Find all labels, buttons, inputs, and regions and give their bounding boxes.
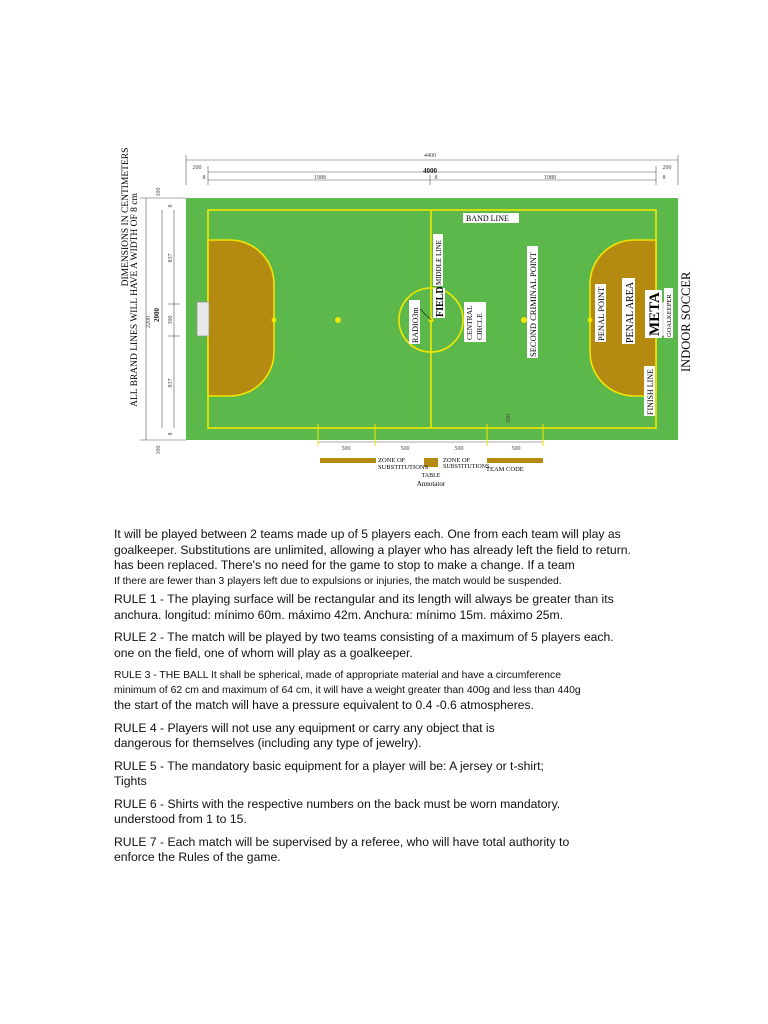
rule-4-line-1: RULE 4 - Players will not use any equipm…: [114, 720, 495, 735]
rule-1: RULE 1 - The playing surface will be rec…: [114, 592, 674, 623]
rule-6: RULE 6 - Shirts with the respective numb…: [114, 797, 674, 828]
rule-2: RULE 2 - The match will be played by two…: [114, 630, 674, 661]
rule-6-line-1: RULE 6 - Shirts with the respective numb…: [114, 796, 561, 811]
band-line-bg: [463, 213, 519, 223]
band-line-label: BAND LINE: [466, 214, 509, 223]
dim-line-bottom: 8: [168, 433, 174, 436]
substitution-dimensions: 500 500 500 500 500: [317, 414, 544, 452]
finish-line-bg: [644, 366, 655, 416]
rule-5-line-2: Tights: [114, 774, 147, 788]
rule-4: RULE 4 - Players will not use any equipm…: [114, 721, 674, 752]
central-circle: [398, 287, 464, 353]
dim-line-left: 8: [203, 175, 206, 181]
dim-sub-3: 500: [455, 446, 464, 452]
intro-line-2: goalkeeper. Substitutions are unlimited,…: [114, 542, 631, 557]
sub-zone-right: [487, 458, 543, 463]
rule-6-line-2: understood from 1 to 15.: [114, 812, 247, 826]
penal-point-left: [271, 317, 277, 323]
dim-outer-bottom: 100: [156, 446, 162, 455]
table-label: TABLE: [422, 473, 441, 479]
left-dimensions: 2200 2000 100 100 837 300 837 8 8: [140, 188, 186, 455]
rule-5-line-1: RULE 5 - The mandatory basic equipment f…: [114, 758, 544, 773]
sub-zone-right-label-1: ZONE OF: [443, 457, 471, 464]
field-bg: [433, 288, 445, 318]
dim-half-left: 1988: [314, 175, 326, 181]
rule-7-line-1: RULE 7 - Each match will be supervised b…: [114, 834, 570, 849]
note-dimensions: DIMENSIONS IN CENTIMETERS: [121, 148, 131, 287]
goalkeeper-bg: [664, 288, 673, 338]
finish-line-label: FINISH LINE: [646, 369, 655, 415]
dim-total-width: 2200: [146, 316, 152, 328]
penal-area-bg: [622, 278, 635, 344]
rule-1-line-1: RULE 1 - The playing surface will be rec…: [114, 592, 614, 606]
dim-goal-width: 300: [168, 316, 174, 325]
second-point-label: SECOND CRIMINAL POINT: [528, 251, 538, 357]
team-code-label: TEAM CODE: [486, 466, 524, 473]
central-circle-label-1: CENTRAL: [465, 305, 474, 340]
dim-center-line: 8: [435, 175, 438, 181]
sub-zone-left: [320, 458, 376, 463]
meta-label: META: [647, 292, 663, 336]
penalty-area-left: [207, 239, 275, 397]
dim-field-width: 2000: [153, 308, 161, 323]
meta-bg: [645, 290, 662, 338]
central-circle-label-2: CIRCLE: [475, 313, 484, 340]
annotator-label: Annotator: [417, 480, 446, 488]
intro-line-4: If there are fewer than 3 players left d…: [114, 575, 562, 587]
dim-half-right: 1988: [544, 175, 556, 181]
goalkeeper-label: GOALKEEPER: [666, 294, 673, 337]
rule-7-line-2: enforce the Rules of the game.: [114, 850, 281, 864]
field-label: FIELD: [435, 286, 446, 317]
note-line-width: ALL BRAND LINES WILL HAVE A WIDTH OF 8 c…: [130, 192, 140, 406]
dim-line-top: 8: [168, 205, 174, 208]
intro-line-1: It will be played between 2 teams made u…: [114, 527, 621, 541]
middle-line-label: MIDDLE LINE: [435, 240, 443, 285]
sub-zone-left-label-2: SUBSTITUTIONS: [378, 464, 429, 471]
dim-line-right: 8: [663, 175, 666, 181]
indoor-soccer-title: INDOOR SOCCER: [679, 271, 693, 372]
goal-left: [196, 301, 210, 337]
dim-margin-right: 200: [663, 165, 672, 171]
dim-sub-1: 500: [342, 446, 351, 452]
middle-line-bg: [433, 234, 443, 286]
second-point-bg: [527, 246, 538, 358]
rule-5: RULE 5 - The mandatory basic equipment f…: [114, 759, 674, 790]
rule-3-line-2: minimum of 62 cm and maximum of 64 cm, i…: [114, 685, 581, 696]
central-circle-bg: [464, 302, 486, 342]
second-point-right: [521, 317, 527, 323]
intro-line-3: has been replaced. There's no need for t…: [114, 558, 575, 572]
sub-zone-left-label-1: ZONE OF: [378, 457, 406, 464]
rule-4-line-2: dangerous for themselves (including any …: [114, 736, 422, 750]
sub-zone-right-label-2: SUBSTITUTIONS: [443, 464, 489, 470]
annotator-table: [424, 458, 438, 467]
dim-goal-side-top: 837: [168, 254, 174, 263]
dim-sub-2: 500: [401, 446, 410, 452]
rule-2-line-1: RULE 2 - The match will be played by two…: [114, 630, 614, 644]
rule-7: RULE 7 - Each match will be supervised b…: [114, 835, 674, 866]
rule-3-line-1: RULE 3 - THE BALL It shall be spherical,…: [114, 670, 562, 681]
rule-2-line-2: one on the field, one of whom will play …: [114, 645, 413, 660]
penal-point-label: PENAL POINT: [596, 286, 606, 341]
dim-table-offset: 500: [506, 414, 512, 423]
second-point-left: [335, 317, 341, 323]
rules-section: RULE 1 - The playing surface will be rec…: [114, 592, 674, 873]
radio-label: RADIO3m: [411, 307, 420, 343]
dim-sub-4: 500: [512, 446, 521, 452]
dim-total-length: 4400: [424, 153, 436, 159]
radio-bg: [409, 300, 420, 344]
rule-3-line-3: the start of the match will have a press…: [114, 698, 535, 712]
top-dimensions: 4400 4000 200 200 1988 1988 8 8 8: [185, 153, 679, 185]
futsal-field-diagram: 4400 4000 200 200 1988 1988 8 8 8 2200 2…: [121, 148, 693, 488]
penal-point-right: [587, 317, 593, 323]
penal-area-label: PENAL AREA: [625, 281, 636, 343]
intro-paragraph: It will be played between 2 teams made u…: [114, 527, 674, 589]
dim-margin-left: 200: [193, 165, 202, 171]
dim-outer-top: 100: [156, 188, 162, 197]
dim-field-length: 4000: [423, 167, 438, 175]
dim-goal-side-bottom: 837: [168, 379, 174, 388]
rule-1-line-2: anchura. longitud: mínimo 60m. máximo 42…: [114, 607, 564, 622]
rule-3: RULE 3 - THE BALL It shall be spherical,…: [114, 668, 674, 714]
penal-point-bg: [595, 284, 606, 342]
